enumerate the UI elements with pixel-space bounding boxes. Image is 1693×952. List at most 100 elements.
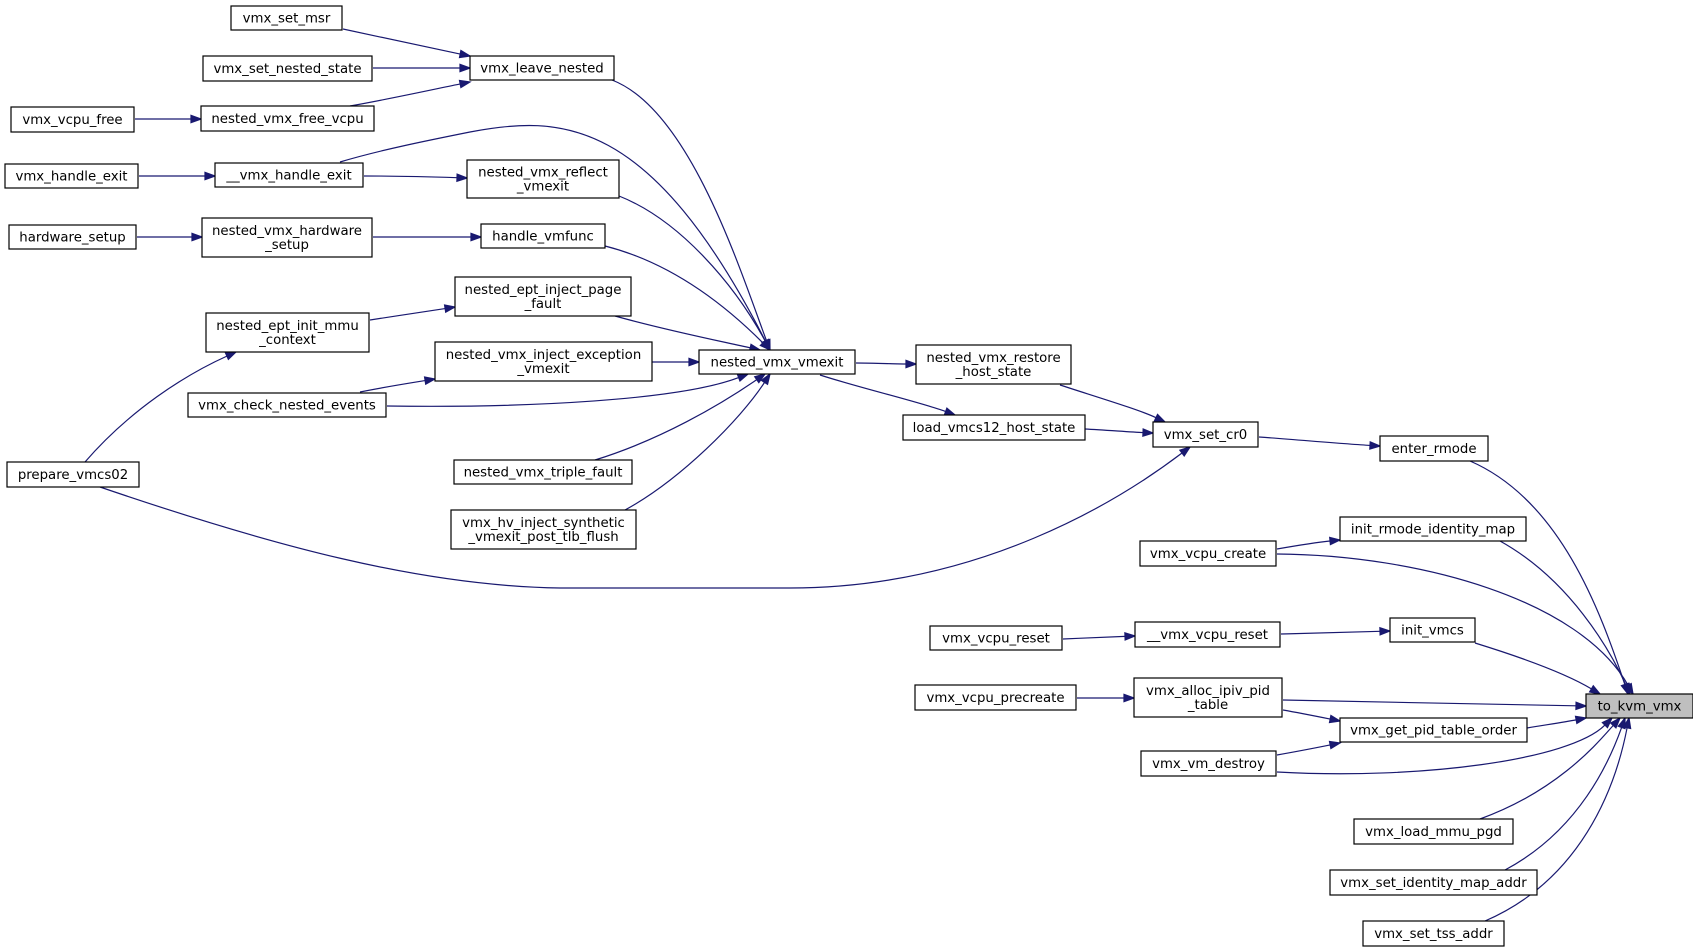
node-vmx_load_mmu_pgd[interactable]: vmx_load_mmu_pgd bbox=[1353, 818, 1514, 845]
node-prepare_vmcs02[interactable]: prepare_vmcs02 bbox=[6, 461, 140, 488]
edge-nested_vmx_triple_fault-to-nested_vmx_vmexit bbox=[594, 372, 767, 461]
edge-line bbox=[359, 379, 426, 393]
node-vmx_set_msr[interactable]: vmx_set_msr bbox=[230, 5, 343, 31]
node-to_kvm_vmx: to_kvm_vmx bbox=[1585, 693, 1693, 719]
edge-line bbox=[1276, 540, 1331, 550]
node-nested_vmx_inject_exception_vmexit[interactable]: nested_vmx_inject_exception_vmexit bbox=[434, 341, 653, 382]
edge-vmx_hv_inject_synthetic_vmexit_post_tlb_flush-to-nested_vmx_vmexit bbox=[624, 372, 771, 511]
node-handle_vmfunc[interactable]: handle_vmfunc bbox=[480, 223, 606, 249]
edge-nested_vmx_reflect_vmexit-to-nested_vmx_vmexit bbox=[618, 195, 771, 352]
node-__vmx_vcpu_reset[interactable]: __vmx_vcpu_reset bbox=[1134, 621, 1281, 648]
edge-arrowhead bbox=[905, 359, 918, 369]
node-nested_vmx_restore_host_state[interactable]: nested_vmx_restore_host_state bbox=[915, 344, 1072, 385]
node-vmx_vcpu_create[interactable]: vmx_vcpu_create bbox=[1139, 540, 1277, 567]
edge-arrowhead bbox=[1123, 693, 1136, 703]
node-box bbox=[902, 414, 1086, 441]
node-vmx_vcpu_free[interactable]: vmx_vcpu_free bbox=[10, 106, 135, 133]
edge-nested_ept_init_mmu_context-to-nested_ept_inject_page_fault bbox=[369, 304, 457, 321]
node-label: nested_vmx_restore bbox=[926, 351, 1060, 366]
node-load_vmcs12_host_state[interactable]: load_vmcs12_host_state bbox=[902, 414, 1086, 441]
node-label: _setup bbox=[264, 238, 309, 253]
edge-arrowhead bbox=[204, 171, 217, 181]
edge-line bbox=[1059, 384, 1157, 419]
node-box bbox=[453, 459, 633, 485]
edge-vmx_vcpu_precreate-to-vmx_alloc_ipiv_pid_table bbox=[1077, 693, 1136, 703]
nodes-layer: vmx_set_msr vmx_set_nested_state vmx_vcpu_… bbox=[4, 5, 1693, 947]
edge-line bbox=[1282, 709, 1331, 720]
edge-line bbox=[1526, 719, 1577, 729]
node-box bbox=[4, 163, 139, 189]
node-box bbox=[1139, 540, 1277, 567]
node-box bbox=[915, 344, 1072, 385]
node-label: _host_state bbox=[955, 365, 1032, 380]
edge-arrowhead bbox=[759, 339, 772, 352]
node-box bbox=[230, 5, 343, 31]
node-label: init_rmode_identity_map bbox=[1351, 523, 1515, 538]
node-nested_ept_inject_page_fault[interactable]: nested_ept_inject_page_fault bbox=[454, 276, 632, 317]
node-vmx_get_pid_table_order[interactable]: vmx_get_pid_table_order bbox=[1339, 717, 1528, 743]
edge-init_rmode_identity_map-to-to_kvm_vmx bbox=[1499, 540, 1631, 696]
edge-line bbox=[1062, 635, 1126, 640]
edge-line bbox=[604, 245, 764, 344]
edge-handle_vmfunc-to-nested_vmx_vmexit bbox=[604, 245, 772, 352]
node-vmx_handle_exit[interactable]: vmx_handle_exit bbox=[4, 163, 139, 189]
edge-line bbox=[349, 83, 461, 107]
edge-arrowhead bbox=[1142, 428, 1155, 437]
edge-__vmx_handle_exit-to-nested_vmx_reflect_vmexit bbox=[363, 173, 469, 183]
edge-line bbox=[99, 452, 1183, 589]
node-label: vmx_set_identity_map_addr bbox=[1340, 876, 1527, 891]
node-vmx_vm_destroy[interactable]: vmx_vm_destroy bbox=[1140, 750, 1277, 777]
node-vmx_alloc_ipiv_pid_table[interactable]: vmx_alloc_ipiv_pid_table bbox=[1133, 677, 1283, 718]
node-box bbox=[1362, 920, 1505, 947]
node-vmx_set_cr0[interactable]: vmx_set_cr0 bbox=[1152, 421, 1259, 448]
edge-arrowhead bbox=[456, 173, 469, 183]
node-nested_vmx_triple_fault[interactable]: nested_vmx_triple_fault bbox=[453, 459, 633, 485]
node-label: vmx_vm_destroy bbox=[1152, 757, 1265, 772]
node-init_rmode_identity_map[interactable]: init_rmode_identity_map bbox=[1339, 516, 1527, 542]
edge-arrowhead bbox=[1124, 631, 1137, 641]
node-label: to_kvm_vmx bbox=[1598, 700, 1682, 715]
node-vmx_leave_nested[interactable]: vmx_leave_nested bbox=[469, 55, 615, 81]
node-label: handle_vmfunc bbox=[492, 230, 594, 245]
node-vmx_check_nested_events[interactable]: vmx_check_nested_events bbox=[187, 392, 387, 418]
node-nested_vmx_free_vcpu[interactable]: nested_vmx_free_vcpu bbox=[200, 105, 375, 132]
node-box bbox=[929, 625, 1063, 651]
node-nested_ept_init_mmu_context[interactable]: nested_ept_init_mmu_context bbox=[205, 312, 370, 353]
node-vmx_set_identity_map_addr[interactable]: vmx_set_identity_map_addr bbox=[1329, 869, 1538, 896]
node-box bbox=[202, 55, 373, 82]
edge-hardware_setup-to-nested_vmx_hardware_setup bbox=[137, 232, 204, 242]
edge-arrowhead bbox=[224, 351, 238, 361]
node-label: nested_vmx_vmexit bbox=[711, 356, 844, 371]
node-__vmx_handle_exit[interactable]: __vmx_handle_exit bbox=[214, 162, 364, 188]
edge-vmx_alloc_ipiv_pid_table-to-to_kvm_vmx bbox=[1282, 699, 1588, 711]
edge-arrowhead bbox=[458, 49, 472, 59]
node-nested_vmx_vmexit[interactable]: nested_vmx_vmexit bbox=[698, 349, 856, 375]
node-box bbox=[6, 461, 140, 488]
node-label: vmx_set_cr0 bbox=[1164, 428, 1248, 443]
edge-arrowhead bbox=[1153, 413, 1167, 423]
node-label: _context bbox=[258, 333, 316, 348]
node-label: vmx_vcpu_free bbox=[22, 113, 122, 128]
edge-arrowhead bbox=[443, 304, 457, 314]
node-label: __vmx_vcpu_reset bbox=[1146, 628, 1268, 643]
edge-line bbox=[363, 175, 458, 179]
node-label: nested_vmx_reflect bbox=[478, 166, 608, 181]
node-enter_rmode[interactable]: enter_rmode bbox=[1379, 435, 1489, 462]
edge-nested_vmx_inject_exception_vmexit-to-nested_vmx_vmexit bbox=[651, 357, 701, 367]
node-vmx_set_tss_addr[interactable]: vmx_set_tss_addr bbox=[1362, 920, 1505, 947]
node-nested_vmx_reflect_vmexit[interactable]: nested_vmx_reflect_vmexit bbox=[466, 159, 620, 199]
node-vmx_set_nested_state[interactable]: vmx_set_nested_state bbox=[202, 55, 373, 82]
edge-line bbox=[369, 307, 446, 321]
node-vmx_hv_inject_synthetic_vmexit_post_tlb_flush[interactable]: vmx_hv_inject_synthetic_vmexit_post_tlb_… bbox=[450, 509, 637, 550]
edge-arrowhead bbox=[459, 63, 472, 73]
node-hardware_setup[interactable]: hardware_setup bbox=[8, 224, 137, 250]
node-label: nested_ept_inject_page bbox=[465, 283, 622, 298]
node-init_vmcs[interactable]: init_vmcs bbox=[1389, 617, 1476, 643]
edge-vmx_alloc_ipiv_pid_table-to-vmx_get_pid_table_order bbox=[1282, 709, 1342, 724]
node-vmx_vcpu_reset[interactable]: vmx_vcpu_reset bbox=[929, 625, 1063, 651]
node-vmx_vcpu_precreate[interactable]: vmx_vcpu_precreate bbox=[914, 684, 1077, 711]
edge-line bbox=[339, 124, 766, 342]
edge-vmx_load_mmu_pgd-to-to_kvm_vmx bbox=[1479, 716, 1622, 820]
node-nested_vmx_hardware_setup[interactable]: nested_vmx_hardware_setup bbox=[201, 217, 373, 258]
